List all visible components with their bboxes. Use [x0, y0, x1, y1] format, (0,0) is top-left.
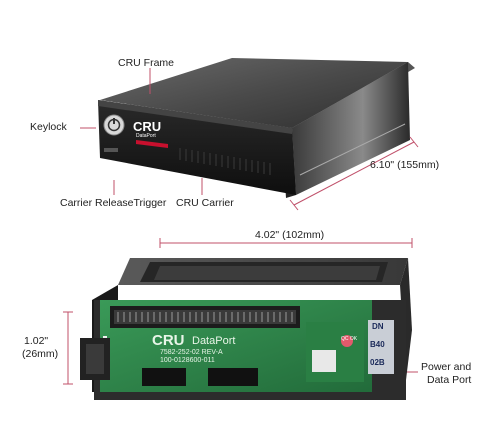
- width-dimension: [159, 238, 413, 248]
- label-height-1: 1.02": [24, 335, 49, 347]
- power-data-port: [312, 350, 336, 372]
- label-keylock: Keylock: [30, 121, 67, 133]
- carrier-vents: [179, 148, 271, 175]
- pcb-part-number-1: 7582-252-02 REV-A: [160, 349, 223, 356]
- length-dimension: [289, 136, 419, 211]
- sata-data-connector: [142, 368, 186, 386]
- label-width: 4.02" (102mm): [255, 229, 325, 241]
- brand-stripe: [136, 140, 168, 148]
- chip-label-2: B40: [370, 340, 385, 349]
- label-chip-stack: [368, 320, 394, 374]
- cru-carrier-front: [98, 100, 296, 195]
- keylock-icon: [103, 114, 125, 136]
- connector-pins: [117, 312, 293, 322]
- qc-sticker: [341, 335, 353, 347]
- pcb-logo-main: CRU: [152, 332, 185, 349]
- pcb-logo-sub: DataPort: [192, 335, 236, 347]
- carrier-logo-sub: DataPort: [136, 133, 156, 139]
- label-carrier-release-trigger: Carrier ReleaseTrigger: [60, 197, 167, 209]
- label-cru-frame: CRU Frame: [118, 57, 175, 69]
- pcb-board: [100, 300, 372, 392]
- qc-label: QC OK: [341, 336, 358, 342]
- label-cru-carrier: CRU Carrier: [176, 197, 234, 209]
- pcb-part-number-2: 100-0128600-011: [160, 357, 215, 364]
- sata-power-connector: [208, 368, 258, 386]
- chip-label-1: DN: [372, 322, 384, 331]
- bay-top: [118, 258, 408, 285]
- label-power-2: Data Port: [427, 374, 472, 386]
- label-height-2: (26mm): [22, 348, 59, 360]
- height-dimension: [63, 311, 73, 385]
- carrier-logo-main: CRU: [133, 119, 162, 134]
- label-power-1: Power and: [421, 361, 472, 373]
- carrier-release-trigger: [104, 148, 118, 152]
- chip-label-3: 02B: [370, 358, 385, 367]
- label-length: 6.10" (155mm): [370, 159, 440, 171]
